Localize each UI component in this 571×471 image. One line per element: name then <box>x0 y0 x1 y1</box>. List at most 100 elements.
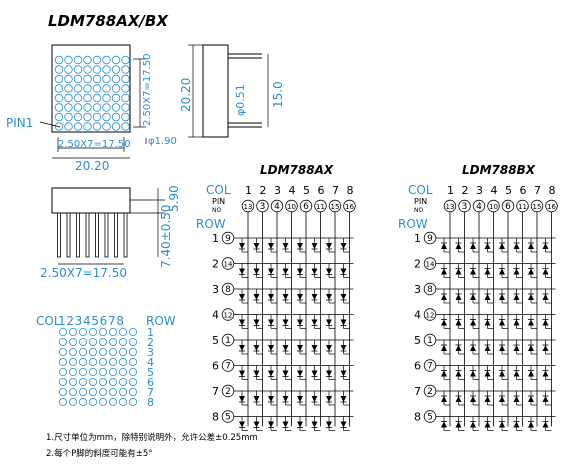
row-number: 3 <box>212 283 219 296</box>
col-number: 3 <box>476 184 483 197</box>
pin-map-row-numbers: 12345678 <box>147 326 154 409</box>
led-dot <box>92 65 102 74</box>
led-dot <box>111 93 121 103</box>
led-dot <box>99 357 108 366</box>
led-dot <box>73 84 83 93</box>
col-number: 2 <box>462 184 469 197</box>
note-2: 2.每个P脚的斜度可能有±5° <box>46 448 153 459</box>
led-diode-symbol <box>513 421 520 428</box>
led-dot <box>109 327 118 336</box>
led-diode-symbol <box>297 370 303 377</box>
row-pin-number: 7 <box>427 362 433 372</box>
row-pin-number: 9 <box>225 234 231 244</box>
led-diode-symbol <box>297 243 303 249</box>
led-dot <box>73 112 83 122</box>
led-diode-symbol <box>311 421 318 428</box>
led-diode-symbol <box>253 319 260 326</box>
pin-map-row-number: 7 <box>147 386 154 399</box>
led-dot <box>89 327 98 336</box>
led-diode-symbol <box>441 243 447 249</box>
led-dot <box>92 122 102 131</box>
led-dot <box>54 65 64 74</box>
led-dot <box>83 55 92 65</box>
led-diode-symbol <box>484 294 491 300</box>
pin-map-row-label: ROW <box>146 314 176 328</box>
led-dot <box>99 397 108 406</box>
col-pin-number: 16 <box>547 203 556 211</box>
led-dot <box>109 347 118 356</box>
row-number: 4 <box>212 309 219 322</box>
row-pin-number: 12 <box>426 312 435 320</box>
led-dot <box>119 347 128 356</box>
led-dot <box>109 367 118 376</box>
led-diode-symbol <box>311 243 318 249</box>
col-pin-number: 6 <box>303 202 309 212</box>
led-dot <box>64 74 73 84</box>
led-dot <box>69 387 78 396</box>
led-dot <box>59 327 68 336</box>
led-diode-symbol <box>297 268 303 275</box>
led-diode-symbol <box>268 421 274 428</box>
led-diode-symbol <box>311 396 318 402</box>
led-dot <box>102 84 111 93</box>
led-dot <box>83 74 92 84</box>
led-diode-symbol <box>513 345 520 351</box>
pin-lead <box>123 212 128 258</box>
row-pin-number: 7 <box>225 362 231 372</box>
top-view-led-grid <box>54 55 130 131</box>
led-diode-symbol <box>297 396 303 402</box>
led-diode-symbol <box>528 421 534 428</box>
led-diode-symbol <box>455 294 462 300</box>
led-diode-symbol <box>542 370 549 377</box>
row-pin-number: 5 <box>225 413 231 423</box>
led-diode-symbol <box>239 345 245 351</box>
led-diode-symbol <box>239 268 245 275</box>
top-view-width-dim: 2.50X7=17.50 <box>58 139 131 150</box>
row-pin-circle <box>423 410 437 423</box>
led-dot <box>102 103 111 112</box>
led-diode-symbol <box>282 268 289 275</box>
col-number: 5 <box>505 184 512 197</box>
led-dot <box>121 103 130 112</box>
led-diode-symbol <box>253 396 260 402</box>
led-diode-symbol <box>499 294 505 300</box>
led-dot <box>79 387 88 396</box>
col-label: COL <box>206 183 231 197</box>
front-view: 5.90 7.40±0.50 2.50X7=17.50 <box>40 185 181 280</box>
led-dot <box>83 93 92 103</box>
led-diode-symbol <box>340 243 347 249</box>
led-dot <box>128 367 137 376</box>
led-diode-symbol <box>499 370 505 377</box>
row-number: 8 <box>414 411 421 424</box>
led-diode-symbol <box>513 396 520 402</box>
led-diode-symbol <box>528 396 534 402</box>
col-pin-circle <box>328 199 342 213</box>
led-diode-symbol <box>470 396 476 402</box>
led-diode-symbol <box>340 268 347 275</box>
led-diode-symbol <box>326 345 332 351</box>
led-dot <box>102 55 111 65</box>
led-diode-symbol <box>326 243 332 249</box>
led-diode-symbol <box>253 421 260 428</box>
row-pin-number: 1 <box>225 336 231 346</box>
led-diode-symbol <box>297 345 303 351</box>
led-diode-symbol <box>542 396 549 402</box>
led-dot <box>64 84 73 93</box>
row-number: 5 <box>212 334 219 347</box>
row-pin-number: 2 <box>225 387 231 397</box>
led-dot <box>99 377 108 386</box>
led-diode-symbol <box>253 345 260 351</box>
pin-map-col-numbers: 12345678 <box>58 314 125 328</box>
led-dot <box>79 377 88 386</box>
led-diode-symbol <box>239 421 245 428</box>
led-dot <box>73 93 83 103</box>
pin-lead <box>95 212 99 258</box>
pin-map-row-number: 4 <box>147 356 154 369</box>
led-diode-symbol <box>528 319 534 326</box>
led-diode-symbol <box>282 319 289 326</box>
led-dot <box>99 367 108 376</box>
col-number: 8 <box>549 184 556 197</box>
pin-lead <box>57 212 61 258</box>
led-diode-symbol <box>326 268 332 275</box>
